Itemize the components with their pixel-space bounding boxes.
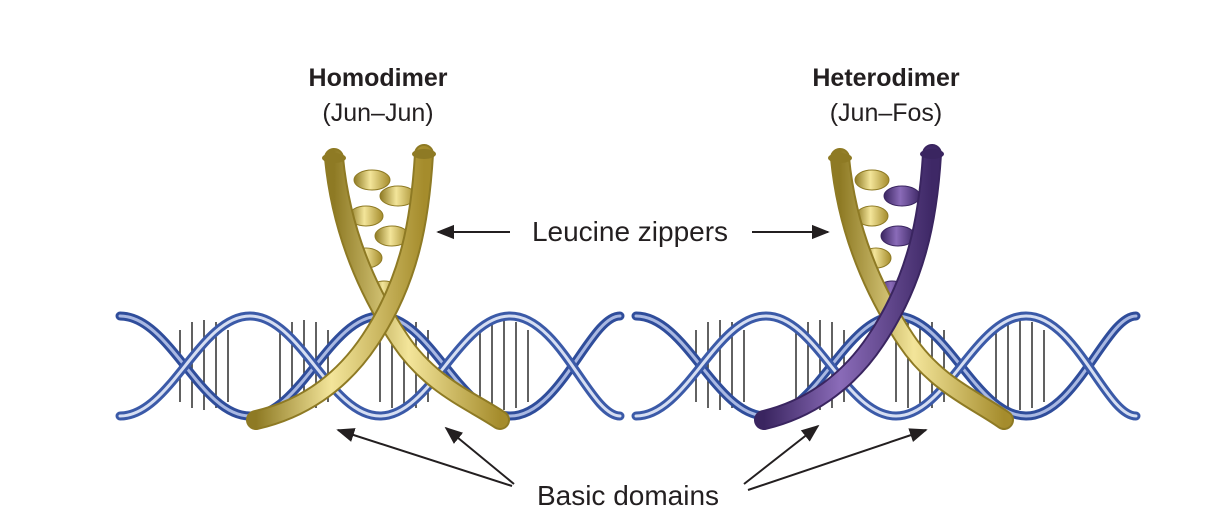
basic-domains-callout: Basic domains (336, 424, 928, 511)
basic-arrow-1 (336, 428, 513, 487)
fos-strand-right (754, 144, 944, 430)
basic-arrow-4 (747, 428, 928, 491)
heterodimer-title: Heterodimer (812, 64, 960, 92)
leucine-zippers-label: Leucine zippers (532, 216, 728, 247)
jun-strand-left-2 (246, 144, 436, 430)
heterodimer-panel: Heterodimer (Jun–Fos) (631, 64, 1141, 430)
homodimer-panel: Homodimer (Jun–Jun) (115, 64, 625, 430)
leucine-zippers-callout: Leucine zippers (436, 216, 830, 247)
basic-domains-label: Basic domains (537, 480, 719, 511)
basic-arrow-2 (444, 426, 515, 485)
homodimer-title: Homodimer (309, 64, 448, 92)
jun-strand-left-1 (322, 148, 510, 430)
jun-strand-right (828, 148, 1014, 430)
heterodimer-subtitle: (Jun–Fos) (830, 99, 943, 127)
homodimer-subtitle: (Jun–Jun) (322, 99, 433, 127)
basic-arrow-3 (743, 424, 820, 485)
